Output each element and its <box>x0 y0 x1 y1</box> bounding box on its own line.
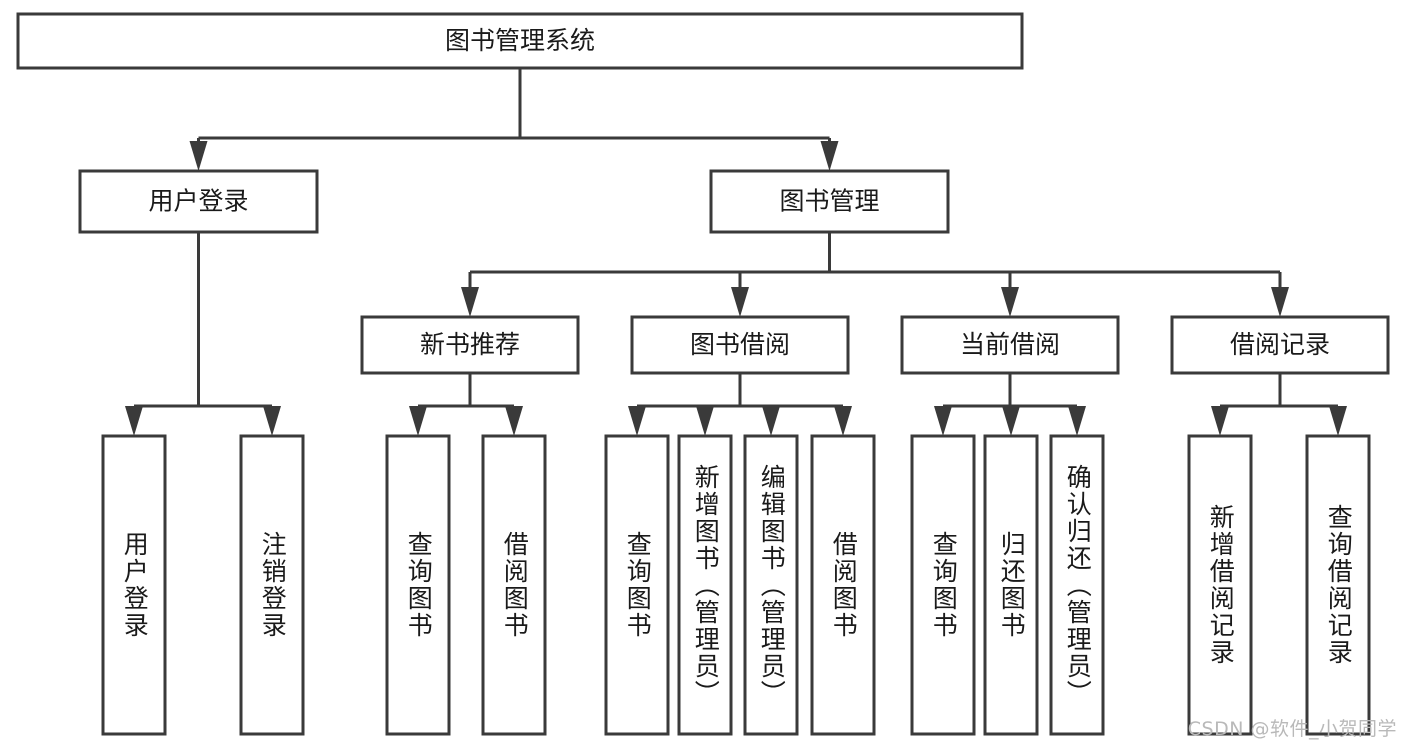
node-label: 新书推荐 <box>420 330 520 359</box>
node-确认归还（管理员）[interactable] <box>1049 434 1105 736</box>
node-查询图书[interactable] <box>385 434 451 736</box>
node-借阅图书[interactable] <box>810 434 876 736</box>
node-图书管理系统[interactable] <box>16 12 1024 70</box>
node-用户登录[interactable] <box>78 169 319 234</box>
node-label: 用户登录 <box>148 187 248 216</box>
node-用户登录[interactable] <box>101 434 167 736</box>
node-label: 图书管理系统 <box>445 26 595 55</box>
node-label: 借阅记录 <box>1230 330 1330 359</box>
node-新书推荐[interactable] <box>360 315 580 375</box>
node-查询图书[interactable] <box>604 434 670 736</box>
node-借阅图书[interactable] <box>481 434 547 736</box>
node-label: 图书借阅 <box>690 330 790 359</box>
node-新增借阅记录[interactable] <box>1187 434 1253 736</box>
node-查询图书[interactable] <box>910 434 976 736</box>
node-注销登录[interactable] <box>239 434 305 736</box>
node-归还图书[interactable] <box>983 434 1039 736</box>
node-新增图书（管理员）[interactable] <box>677 434 733 736</box>
node-当前借阅[interactable] <box>900 315 1120 375</box>
node-label: 图书管理 <box>779 187 879 216</box>
node-label: 当前借阅 <box>960 330 1060 359</box>
node-编辑图书（管理员）[interactable] <box>743 434 799 736</box>
node-借阅记录[interactable] <box>1170 315 1390 375</box>
watermark-text: CSDN @软件_小贺同学 <box>1187 718 1397 740</box>
node-查询借阅记录[interactable] <box>1305 434 1371 736</box>
connector-edges <box>125 68 1347 436</box>
node-图书借阅[interactable] <box>630 315 850 375</box>
node-图书管理[interactable] <box>709 169 950 234</box>
